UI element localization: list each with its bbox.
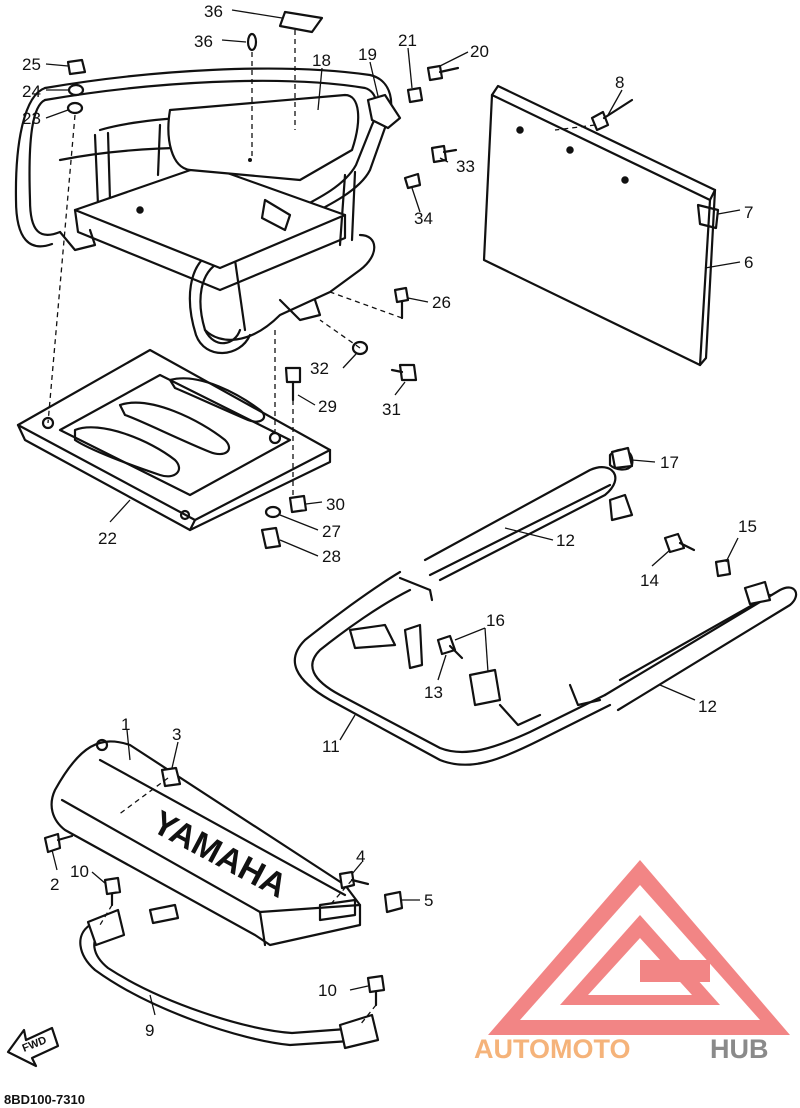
callout-8: 8 [615,73,624,92]
callout-9: 9 [145,1021,154,1040]
callout-19: 19 [358,45,377,64]
callout-15: 15 [738,517,757,536]
callout-18: 18 [312,51,331,70]
callout-7: 7 [744,203,753,222]
assembly-lines [47,30,596,1026]
callout-29: 29 [318,397,337,416]
callout-28: 28 [322,547,341,566]
watermark-wordmark: AUTOMOTO HUB [474,1034,769,1064]
skid-plate-part-22 [16,348,332,532]
callout-4: 4 [356,847,365,866]
callout-32: 32 [310,359,329,378]
callout-3: 3 [172,725,181,744]
side-guard-part-11 [293,448,798,766]
rear-carrier-part-18 [14,67,393,355]
callout-25: 25 [22,55,41,74]
callout-20: 20 [470,42,489,61]
front-bumper-part-1: YAMAHA [50,738,362,947]
callout-14: 14 [640,571,659,590]
callout-30: 30 [326,495,345,514]
callout-10b: 10 [318,981,337,1000]
callout-12b: 12 [698,697,717,716]
callout-27: 27 [322,522,341,541]
callout-16: 16 [486,611,505,630]
hardware-parts [43,10,732,1007]
front-guard-part-9 [79,903,380,1050]
forward-direction-arrow: FWD [6,1026,60,1068]
callout-22: 22 [98,529,117,548]
callout-13: 13 [424,683,443,702]
callout-21: 21 [398,31,417,50]
callout-24: 24 [22,82,41,101]
rear-plate-part-6 [482,84,720,367]
leader-lines [45,9,741,1016]
callout-17: 17 [660,453,679,472]
callout-labels: 36 36 18 19 21 20 8 25 24 23 33 34 7 6 2… [22,2,757,1040]
callout-26: 26 [432,293,451,312]
callout-36a: 36 [204,2,223,21]
drawing-code: 8BD100-7310 [4,1092,85,1107]
callout-10a: 10 [70,862,89,881]
watermark-brand-part2: HUB [710,1034,769,1064]
callout-6: 6 [744,253,753,272]
watermark-brand-part1: AUTOMOTO [474,1034,631,1064]
callout-12a: 12 [556,531,575,550]
callout-11: 11 [322,737,340,756]
callout-1: 1 [121,715,130,734]
callout-33: 33 [456,157,475,176]
callout-34: 34 [414,209,433,228]
callout-2: 2 [50,875,59,894]
callout-31: 31 [382,400,401,419]
callout-36b: 36 [194,32,213,51]
callout-23: 23 [22,109,41,128]
watermark-emblem [488,860,790,1035]
callout-5: 5 [424,891,433,910]
